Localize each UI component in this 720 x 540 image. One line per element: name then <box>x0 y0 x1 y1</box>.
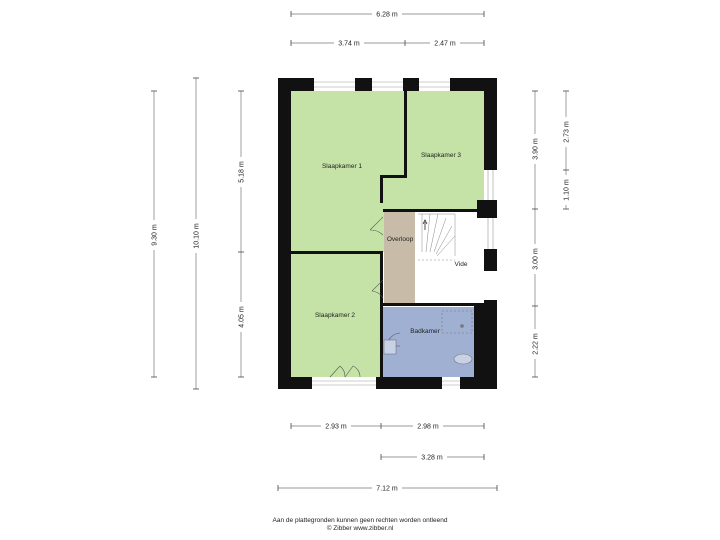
room-label-slaapkamer-2: Slaapkamer 2 <box>315 312 355 319</box>
bottom-dimension-split: 2.93 m 2.98 m <box>290 421 485 431</box>
stairs <box>418 213 456 261</box>
right-dimension-inner: 3.90 m 3.00 m 2.22 m <box>530 90 540 378</box>
dim-top-left: 3.74 m <box>338 41 360 48</box>
bottom-dimension-mid: 3.28 m <box>380 452 485 462</box>
walls <box>278 78 497 389</box>
footer-disclaimer: Aan de plattegronden kunnen geen rechten… <box>272 517 448 524</box>
dim-right-bottom: 2.22 m <box>533 333 540 355</box>
dim-right-top-outer: 2.73 m <box>564 121 571 143</box>
left-dimension-middle: 10.10 m <box>191 77 201 390</box>
dim-left-lower: 4.05 m <box>239 306 246 328</box>
dim-right-middle: 3.00 m <box>533 248 540 270</box>
top-dimension-split: 3.74 m 2.47 m <box>290 38 485 48</box>
room-label-overloop: Overloop <box>387 236 414 243</box>
bottom-dimension-total: 7.12 m <box>277 483 498 493</box>
dim-bottom-mid: 3.28 m <box>421 455 443 462</box>
dim-top-right: 2.47 m <box>434 41 456 48</box>
room-label-slaapkamer-1: Slaapkamer 1 <box>322 163 362 170</box>
windows <box>312 81 494 386</box>
left-dimension-outer: 9.30 m <box>149 90 159 378</box>
top-dimension-total: 6.28 m <box>290 9 485 19</box>
dim-bottom-total: 7.12 m <box>376 486 398 493</box>
slaapkamer-3-ext <box>384 176 484 211</box>
slaapkamer-2-area <box>291 254 380 377</box>
left-dimension-split: 5.18 m 4.05 m <box>236 90 246 378</box>
bathroom-fixtures <box>383 310 473 365</box>
dim-right-top: 3.90 m <box>533 138 540 160</box>
doors <box>329 216 401 378</box>
dim-left-outer: 9.30 m <box>152 224 159 246</box>
dim-left-upper: 5.18 m <box>239 161 246 183</box>
footer-copyright: © Zibber www.zibber.nl <box>326 525 394 532</box>
room-label-badkamer: Badkamer <box>410 328 440 335</box>
dim-bottom-right: 2.98 m <box>417 424 439 431</box>
badkamer-area <box>382 307 474 377</box>
vide-area <box>418 212 484 304</box>
dim-left-middle: 10.10 m <box>194 223 201 248</box>
dim-bottom-left: 2.93 m <box>325 424 347 431</box>
dim-right-small: 1.10 m <box>564 179 571 201</box>
dim-top-total: 6.28 m <box>376 12 398 19</box>
room-label-slaapkamer-3: Slaapkamer 3 <box>421 152 461 159</box>
room-label-vide: Vide <box>455 261 468 268</box>
right-dimension-outer: 2.73 m 1.10 m <box>561 90 571 210</box>
overloop-area <box>384 212 415 304</box>
